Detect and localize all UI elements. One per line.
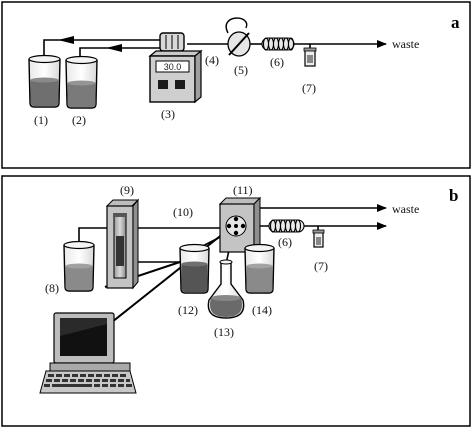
coil-reactor-a — [261, 37, 295, 51]
beaker-8 — [63, 240, 95, 292]
flow-arrowhead — [58, 36, 74, 44]
label-14: (14) — [252, 303, 272, 317]
beaker-2 — [65, 55, 98, 109]
beaker-12 — [179, 243, 210, 294]
label-5: (5) — [234, 63, 248, 77]
label-7-b: (7) — [314, 259, 328, 273]
coil-reactor-b — [268, 219, 305, 233]
waste-label-a: waste — [392, 37, 419, 51]
label-2: (2) — [72, 113, 86, 127]
label-3: (3) — [161, 107, 175, 121]
pump-display: 30.0 — [164, 62, 182, 72]
beaker-1 — [28, 54, 61, 108]
syringe-pump — [105, 198, 140, 290]
label-6: (6) — [270, 55, 284, 69]
panel-b-letter: b — [449, 186, 458, 205]
label-1: (1) — [34, 113, 48, 127]
injection-valve — [225, 17, 251, 57]
label-7: (7) — [302, 81, 316, 95]
beaker-14 — [244, 243, 275, 294]
label-8: (8) — [45, 281, 59, 295]
panel-a: a — [1, 1, 471, 169]
detector-cell-b — [312, 229, 325, 248]
panel-a-letter: a — [451, 13, 460, 32]
label-9: (9) — [120, 183, 134, 197]
label-11: (11) — [233, 183, 253, 197]
computer — [39, 312, 137, 394]
label-13: (13) — [214, 325, 234, 339]
flow-arrowhead — [106, 44, 122, 52]
label-10: (10) — [173, 205, 193, 219]
panel-b: b — [1, 175, 471, 427]
label-12: (12) — [178, 303, 198, 317]
peristaltic-pump: 30.0 — [148, 32, 203, 104]
multiposition-valve — [218, 196, 262, 254]
label-6-b: (6) — [278, 235, 292, 249]
flask-13 — [207, 259, 245, 319]
detector-cell-a — [303, 47, 317, 67]
waste-label-b: waste — [392, 202, 419, 216]
label-4: (4) — [205, 53, 219, 67]
